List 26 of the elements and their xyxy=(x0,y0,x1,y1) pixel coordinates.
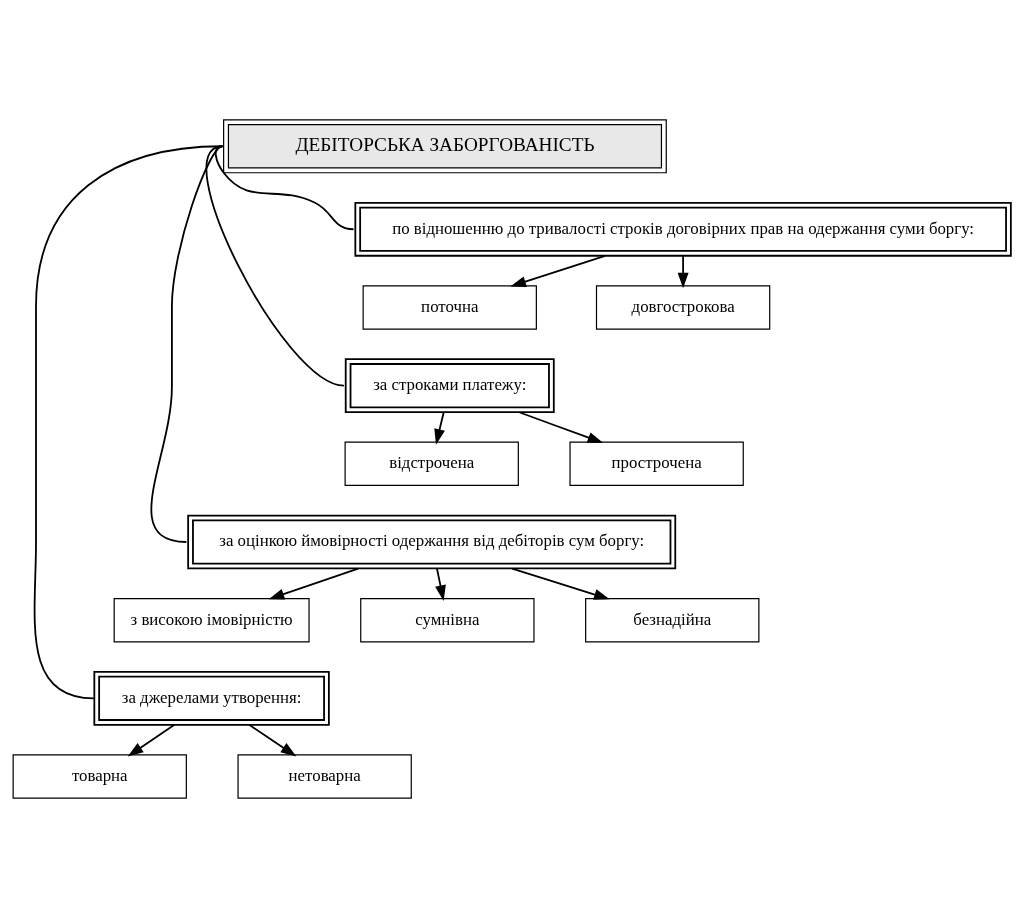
arrow xyxy=(127,723,175,756)
node-box: з високою імовірністю xyxy=(113,597,310,642)
node-box: безнадійна xyxy=(585,597,760,642)
connector xyxy=(205,144,345,387)
node-box: за строками платежу: xyxy=(344,357,555,413)
arrow xyxy=(435,567,446,601)
node-box: поточна xyxy=(362,284,537,330)
arrow xyxy=(518,410,604,443)
node-box: ДЕБІТОРСЬКА ЗАБОРГОВАНІСТЬ xyxy=(223,118,667,173)
arrow xyxy=(434,411,445,445)
arrow xyxy=(268,567,359,599)
connector xyxy=(150,144,224,543)
node-box: відстрочена xyxy=(344,441,519,486)
arrow xyxy=(248,723,297,756)
node-box: сумнівна xyxy=(360,597,535,642)
node-box: за оцінкою ймовірності одержання від дебіторів сум боргу: xyxy=(187,514,677,569)
arrow xyxy=(677,254,689,288)
connector xyxy=(33,144,224,699)
node-box: нетоварна xyxy=(237,753,412,799)
arrow xyxy=(511,567,610,600)
node-box: товарна xyxy=(12,753,187,799)
node-box: довгострокова xyxy=(595,284,771,330)
node-box: за джерелами утворення: xyxy=(93,670,330,726)
node-box: прострочена xyxy=(569,441,744,486)
node-box: по відношенню до тривалості строків договірних прав на одержання суми боргу: xyxy=(354,201,1012,257)
arrow xyxy=(510,254,606,287)
